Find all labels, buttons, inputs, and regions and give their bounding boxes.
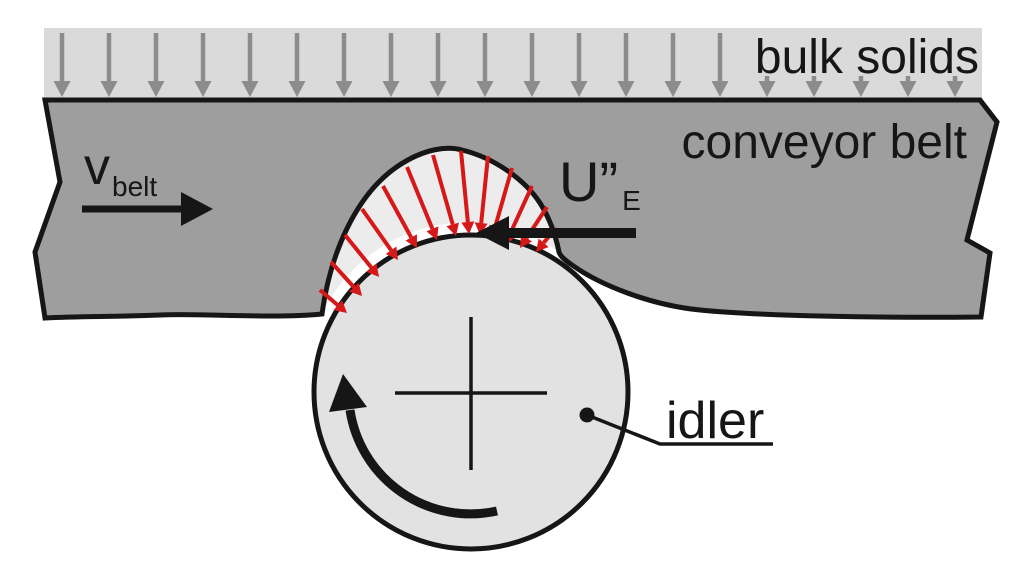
pressure-arrow-shaft bbox=[405, 166, 435, 230]
pressure-arrow-head bbox=[405, 234, 417, 248]
pressure-arrow-shaft bbox=[318, 288, 340, 307]
load-arrow-head bbox=[523, 81, 541, 97]
load-arrow-head bbox=[664, 81, 682, 97]
pressure-arrow-shaft bbox=[343, 233, 374, 269]
load-arrow-head bbox=[429, 81, 447, 97]
load-arrow-head bbox=[194, 81, 212, 97]
rotation-arrowhead-icon bbox=[329, 374, 367, 412]
belt-velocity-arrowhead-icon bbox=[181, 192, 213, 226]
belt-velocity-label: vbelt bbox=[84, 138, 157, 202]
pressure-arrow-head bbox=[333, 300, 347, 313]
load-arrow-head bbox=[899, 81, 917, 97]
leader-line bbox=[586, 413, 773, 446]
pressure-arrow-head bbox=[426, 226, 439, 240]
load-arrow-head bbox=[852, 81, 870, 97]
pressure-arrow-shaft bbox=[508, 185, 534, 235]
indentation-force-subscript: E bbox=[622, 185, 641, 216]
pressure-arrow-head bbox=[366, 263, 379, 277]
idler-label: idler bbox=[666, 392, 764, 450]
pressure-arrow-shaft bbox=[431, 154, 455, 226]
bulk-solids-label: bulk solids bbox=[755, 31, 979, 84]
load-arrow-head bbox=[946, 81, 964, 97]
belt-velocity-base: v bbox=[84, 138, 110, 196]
load-arrow-head bbox=[382, 81, 400, 97]
rotation-arrow bbox=[329, 374, 498, 519]
pressure-arrow-head bbox=[474, 222, 488, 235]
load-arrow-head bbox=[335, 81, 353, 97]
idler-axis-cross bbox=[395, 317, 547, 470]
pressure-arrow-shaft bbox=[459, 150, 470, 223]
load-arrow-head bbox=[758, 81, 776, 97]
load-arrow-head bbox=[711, 81, 729, 97]
load-arrow-head bbox=[100, 81, 118, 97]
load-arrow-head bbox=[288, 81, 306, 97]
indentation-force-arrowhead-icon bbox=[476, 216, 509, 250]
pressure-arrow-shaft bbox=[493, 167, 514, 228]
rotation-arc bbox=[345, 409, 498, 519]
pressure-arrow-head bbox=[461, 221, 475, 234]
load-arrow-head bbox=[570, 81, 588, 97]
load-arrow-head bbox=[147, 81, 165, 97]
idler-callout: idler bbox=[579, 392, 773, 450]
load-arrow-head bbox=[805, 81, 823, 97]
indentation-force-base: U bbox=[559, 150, 599, 213]
pressure-arrow-shaft bbox=[479, 155, 490, 224]
indentation-force: U”E bbox=[476, 150, 641, 250]
pressure-arrow-shaft bbox=[360, 207, 393, 252]
load-arrow-head bbox=[617, 81, 635, 97]
indentation-force-prime: ” bbox=[599, 150, 618, 213]
load-arrow-head bbox=[476, 81, 494, 97]
pressure-arrow-head bbox=[446, 222, 459, 236]
load-arrow-head bbox=[53, 81, 71, 97]
indentation-force-label: U”E bbox=[559, 150, 641, 216]
pressure-arrow-shaft bbox=[381, 185, 413, 239]
load-arrow-head bbox=[241, 81, 259, 97]
pressure-arrow-head bbox=[536, 238, 549, 252]
bulk-solids-layer: bulk solids bbox=[44, 28, 982, 101]
belt-velocity: vbelt bbox=[82, 138, 213, 226]
indentation-pocket bbox=[322, 148, 559, 314]
conveyor-belt-label: conveyor belt bbox=[682, 116, 968, 169]
pressure-arrow-head bbox=[349, 282, 362, 296]
pressure-arrow-head bbox=[385, 246, 398, 260]
belt-velocity-subscript: belt bbox=[112, 171, 157, 202]
conveyor-belt-shape bbox=[32, 97, 1000, 321]
pressure-arrow-shaft bbox=[329, 260, 356, 289]
load-arrows bbox=[53, 33, 964, 97]
